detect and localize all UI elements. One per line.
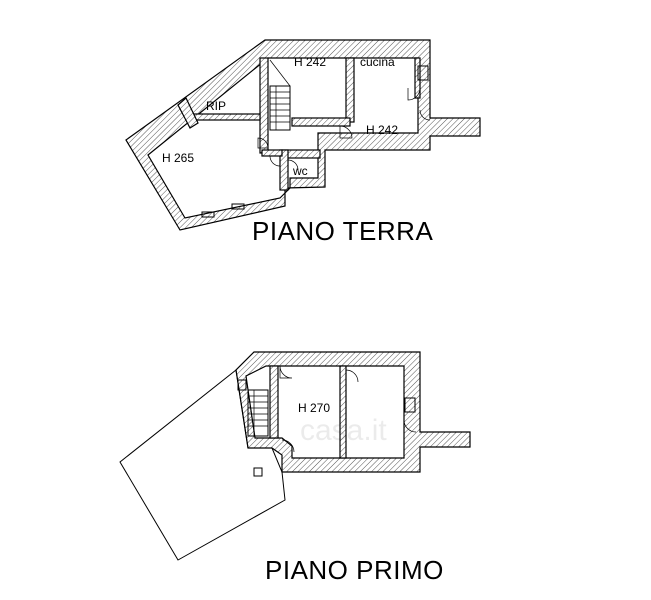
- door-swing-first-top: [279, 365, 293, 379]
- label-cucina: cucina: [360, 55, 395, 69]
- window-h265-2: [231, 203, 245, 210]
- door-swing-h242: [339, 125, 353, 139]
- door-swing-first-right: [403, 419, 417, 433]
- first-floor-staircase: [247, 389, 269, 437]
- label-h242-right: H 242: [366, 123, 398, 137]
- door-swing-lower: [269, 155, 281, 167]
- wall-h242-left-right: [345, 57, 355, 123]
- door-swing-cucina: [407, 87, 421, 101]
- window-first-right: [404, 397, 416, 413]
- label-h265: H 265: [162, 151, 194, 165]
- floor-title-piano-terra: PIANO TERRA: [252, 216, 434, 246]
- door-swing-first-stair: [281, 439, 295, 453]
- ground-floor-outer-walls: [125, 39, 481, 231]
- wall-rip-side: [177, 97, 199, 129]
- window-cucina: [417, 65, 429, 81]
- wall-first-middle: [339, 365, 347, 459]
- wall-under-h242-left: [291, 117, 351, 127]
- window-h265-1: [201, 211, 215, 218]
- wall-lower-left: [261, 149, 283, 157]
- door-swing-right: [419, 109, 431, 121]
- door-swing-stair: [257, 137, 269, 149]
- wall-rip-bottom: [189, 113, 261, 121]
- outdoor-pillar: [253, 467, 263, 477]
- label-h242-left: H 242: [294, 55, 326, 69]
- wall-first-stair: [269, 365, 279, 439]
- ground-floor-plan: H 242 cucina RIP H 242 H 265 wc: [125, 39, 481, 231]
- door-swing-first-middle: [345, 369, 359, 383]
- label-h270: H 270: [298, 401, 330, 415]
- label-wc: wc: [292, 164, 308, 178]
- floor-title-piano-primo: PIANO PRIMO: [265, 555, 444, 585]
- label-rip: RIP: [206, 99, 226, 113]
- watermark: casa.it: [300, 414, 387, 447]
- door-swing-wc: [287, 159, 299, 171]
- first-floor-plan: H 270 casa.it: [119, 351, 471, 561]
- outdoor-terrace-outline: [119, 369, 286, 561]
- ground-floor-staircase: [269, 59, 291, 131]
- wall-wc-left: [279, 149, 289, 191]
